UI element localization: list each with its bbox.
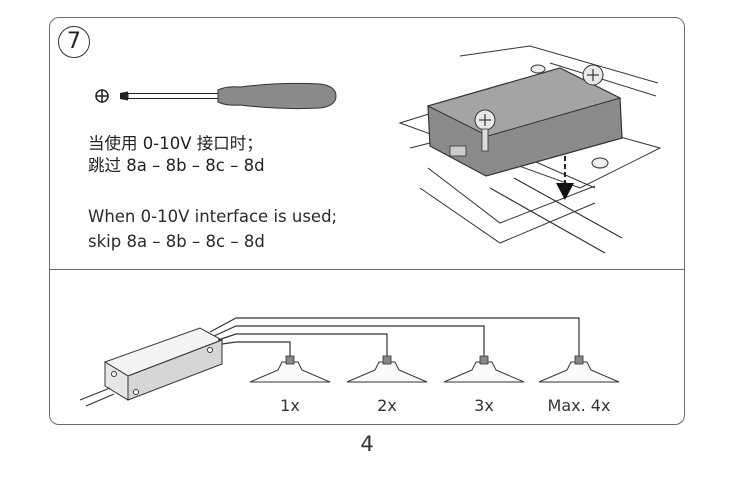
step-number-badge: 7 <box>58 26 90 58</box>
english-line-2: skip 8a – 8b – 8c – 8d <box>88 232 265 251</box>
instruction-panel: 7 当使用 0-10V 接口时； 跳过 8a – 8b – 8c – 8d Wh… <box>49 17 685 425</box>
page-number: 4 <box>360 432 374 456</box>
wiring-diagram: 1x 2x 3x Max. 4x <box>79 317 620 415</box>
fixture-label-4: Max. 4x <box>548 396 611 415</box>
driver-cover-illustration <box>398 45 662 254</box>
fixture-3 <box>443 355 525 383</box>
fixture-label-1: 1x <box>280 396 300 415</box>
led-driver-unit <box>79 327 224 407</box>
phillips-screwdriver-icon <box>95 82 337 110</box>
chinese-line-1: 当使用 0-10V 接口时； <box>88 134 263 153</box>
fixture-2 <box>346 355 428 383</box>
english-line-1: When 0-10V interface is used; <box>88 207 338 226</box>
fixture-label-2: 2x <box>377 396 397 415</box>
fixture-label-3: 3x <box>474 396 494 415</box>
fixture-1 <box>249 355 331 383</box>
chinese-line-2: 跳过 8a – 8b – 8c – 8d <box>88 156 265 175</box>
fixture-4 <box>538 355 620 383</box>
chinese-instructions: 当使用 0-10V 接口时； 跳过 8a – 8b – 8c – 8d <box>88 133 265 177</box>
english-instructions: When 0-10V interface is used; skip 8a – … <box>88 204 337 254</box>
section-divider <box>50 269 684 270</box>
